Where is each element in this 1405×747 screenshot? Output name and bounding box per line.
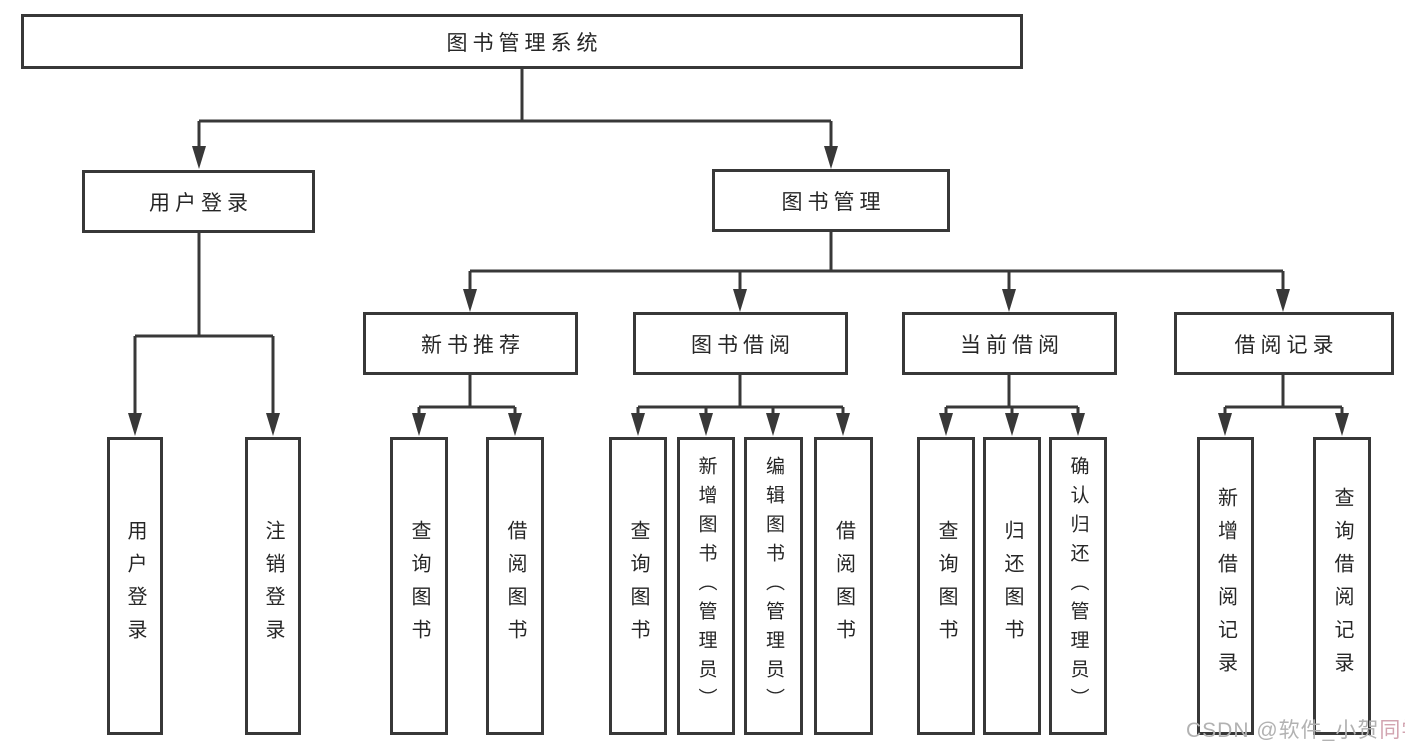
leaf-query-books-1-label: 查询图书	[408, 520, 430, 652]
leaf-add-borrow-record-label: 新增借阅记录	[1214, 487, 1237, 685]
leaf-user-login: 用户登录	[107, 437, 163, 735]
node-user-login-label: 用户登录	[149, 191, 253, 215]
leaf-borrow-books-2-label: 借阅图书	[832, 520, 855, 652]
leaf-borrow-books-1: 借阅图书	[486, 437, 544, 735]
node-new-book-recommend-label: 新书推荐	[421, 333, 525, 357]
leaf-edit-books-admin-label: 编辑图书（管理员）	[763, 455, 784, 717]
leaf-return-books: 归还图书	[983, 437, 1041, 735]
leaf-confirm-return-admin: 确认归还（管理员）	[1049, 437, 1107, 735]
node-new-book-recommend: 新书推荐	[363, 312, 578, 375]
connector-paths	[133, 68, 1344, 418]
leaf-logout-label: 注销登录	[262, 520, 284, 652]
leaf-query-books-2-label: 查询图书	[627, 520, 649, 652]
node-book-management-label: 图书管理	[781, 190, 886, 214]
node-borrow-records: 借阅记录	[1174, 312, 1394, 375]
leaf-return-books-label: 归还图书	[1001, 520, 1023, 652]
csdn-watermark: CSDN @软件_小贺同学	[1186, 714, 1405, 744]
csdn-watermark-suffix: 同学	[1379, 719, 1405, 742]
leaf-confirm-return-admin-label: 确认归还（管理员）	[1067, 455, 1089, 717]
leaf-query-books-3: 查询图书	[917, 437, 975, 735]
leaf-user-login-label: 用户登录	[124, 520, 146, 652]
leaf-logout: 注销登录	[245, 437, 301, 735]
leaf-add-books-admin: 新增图书（管理员）	[677, 437, 735, 735]
node-borrow-records-label: 借阅记录	[1234, 333, 1339, 357]
leaf-query-borrow-record-label: 查询借阅记录	[1331, 487, 1353, 685]
leaf-add-books-admin-label: 新增图书（管理员）	[695, 455, 717, 717]
node-root-label: 图书管理系统	[446, 31, 603, 55]
arrowhead-icons	[128, 146, 1349, 436]
node-user-login: 用户登录	[82, 170, 315, 233]
leaf-add-borrow-record: 新增借阅记录	[1197, 437, 1254, 735]
node-book-management: 图书管理	[712, 169, 950, 232]
leaf-query-books-2: 查询图书	[609, 437, 667, 735]
leaf-borrow-books-2: 借阅图书	[814, 437, 873, 735]
node-current-borrow-label: 当前借阅	[960, 333, 1064, 357]
leaf-query-borrow-record: 查询借阅记录	[1313, 437, 1371, 735]
leaf-query-books-3-label: 查询图书	[935, 520, 957, 652]
node-book-borrow-label: 图书借阅	[691, 333, 795, 357]
csdn-watermark-prefix: CSDN @软件_小贺	[1186, 719, 1380, 742]
node-current-borrow: 当前借阅	[902, 312, 1117, 375]
leaf-edit-books-admin: 编辑图书（管理员）	[744, 437, 803, 735]
node-root: 图书管理系统	[21, 14, 1023, 69]
leaf-borrow-books-1-label: 借阅图书	[504, 520, 526, 652]
node-book-borrow: 图书借阅	[633, 312, 848, 375]
leaf-query-books-1: 查询图书	[390, 437, 448, 735]
